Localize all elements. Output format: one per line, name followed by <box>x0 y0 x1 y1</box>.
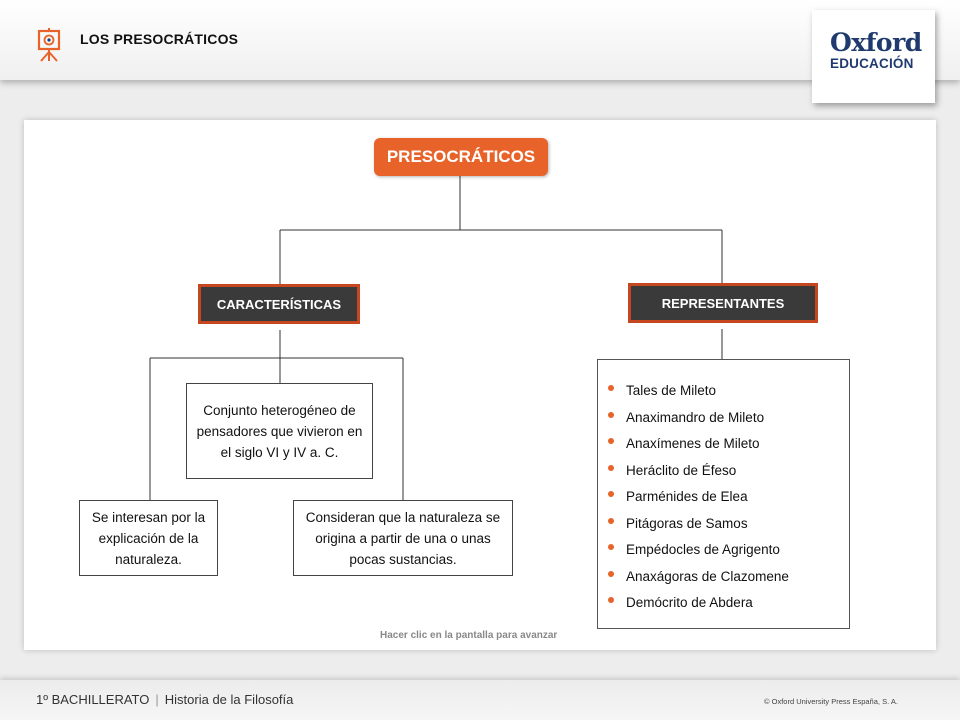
advance-hint: Hacer clic en la pantalla para avanzar <box>380 630 558 641</box>
node-caracteristicas: CARACTERÍSTICAS <box>198 284 360 324</box>
list-item: Heráclito de Éfeso <box>608 458 849 485</box>
footer-course: 1º BACHILLERATO | Historia de la Filosofía <box>36 692 293 707</box>
bullet-icon <box>608 570 614 577</box>
list-item: Parménides de Elea <box>608 484 849 511</box>
node-representantes: REPRESENTANTES <box>628 283 818 323</box>
list-item: Anaxágoras de Clazomene <box>608 564 849 591</box>
list-item: Demócrito de Abdera <box>608 590 849 617</box>
bullet-icon <box>608 438 614 445</box>
bullet-icon <box>608 385 614 392</box>
list-item-label: Heráclito de Éfeso <box>626 462 737 478</box>
list-item-label: Anaxágoras de Clazomene <box>626 568 789 584</box>
list-item: Anaximandro de Mileto <box>608 405 849 432</box>
list-item-label: Tales de Mileto <box>626 383 717 398</box>
list-item: Pitágoras de Samos <box>608 511 849 538</box>
list-item: Empédocles de Agrigento <box>608 537 849 564</box>
bullet-icon <box>608 597 614 604</box>
list-item-label: Anaximandro de Mileto <box>626 409 765 425</box>
bullet-icon <box>608 464 614 471</box>
list-item: Tales de Mileto <box>608 378 849 405</box>
list-item-label: Demócrito de Abdera <box>626 595 753 610</box>
footer-bar <box>0 680 960 720</box>
list-item-label: Empédocles de Agrigento <box>626 542 780 557</box>
box-origen-naturaleza: Consideran que la naturaleza se origina … <box>293 500 513 576</box>
node-presocraticos: PRESOCRÁTICOS <box>374 138 548 176</box>
brand-subtitle: EDUCACIÓN <box>830 56 914 71</box>
footer-subject-label: Historia de la Filosofía <box>164 692 294 707</box>
list-item: Anaxímenes de Mileto <box>608 431 849 458</box>
list-item-label: Pitágoras de Samos <box>626 515 748 531</box>
bullet-icon <box>608 411 614 418</box>
bullet-icon <box>608 544 614 551</box>
bullet-icon <box>608 491 614 498</box>
oxford-logo: Oxford EDUCACIÓN <box>812 10 935 103</box>
box-interes-naturaleza: Se interesan por la explicación de la na… <box>79 500 218 576</box>
list-item-label: Parménides de Elea <box>626 489 748 504</box>
brand-name: Oxford <box>830 28 922 57</box>
bullet-icon <box>608 517 614 524</box>
footer-course-label: 1º BACHILLERATO <box>36 692 150 707</box>
presentation-easel-icon <box>37 28 61 62</box>
box-conjunto-heterogeneo: Conjunto heterogéneo de pensadores que v… <box>186 383 373 479</box>
list-item-label: Anaxímenes de Mileto <box>626 436 760 451</box>
footer-copyright: © Oxford University Press España, S. A. <box>764 697 898 706</box>
page-title: LOS PRESOCRÁTICOS <box>80 31 239 47</box>
top-bar: LOS PRESOCRÁTICOS <box>0 0 960 80</box>
footer-separator: | <box>155 692 159 707</box>
representantes-list: Tales de Mileto Anaximandro de Mileto An… <box>597 359 850 629</box>
